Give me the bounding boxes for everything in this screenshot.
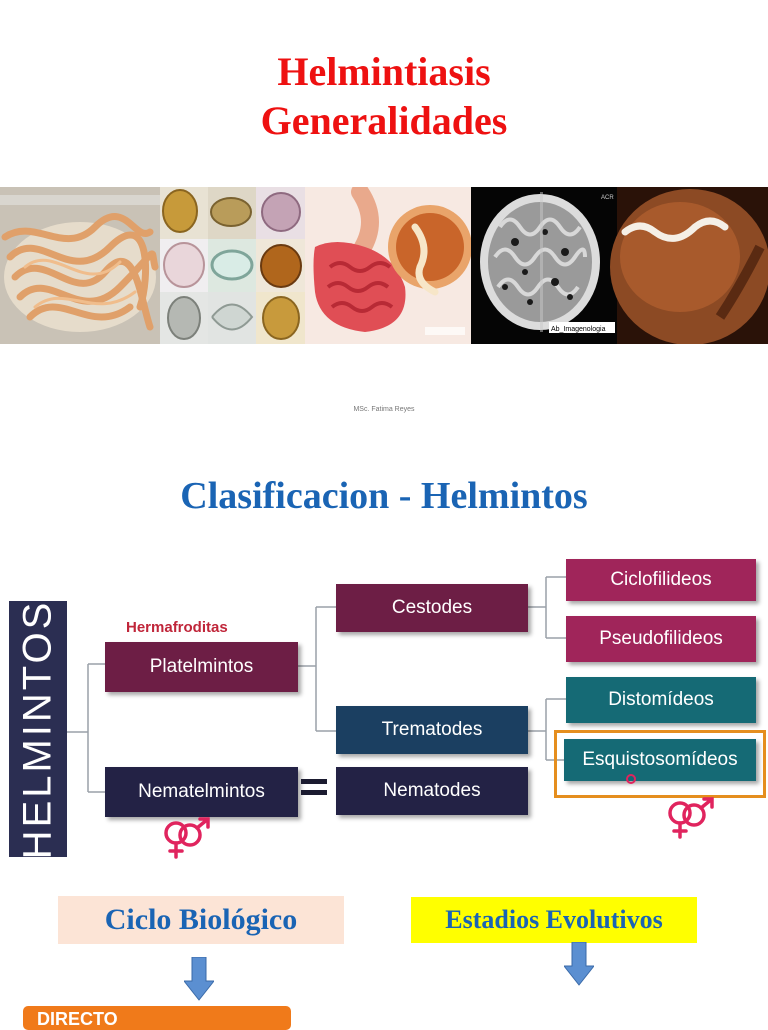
slide-title-line-1: Helmintiasis [277, 49, 491, 94]
slide-author: MSc. Fatima Reyes [353, 406, 415, 413]
node-distomideos: Distomídeos [566, 677, 756, 723]
equals-sign [301, 779, 327, 797]
root-label: HELMINTOS [15, 599, 60, 859]
node-trematodes: Trematodes [336, 706, 528, 754]
dioecious-marker-icon [626, 774, 636, 784]
classification-title: Clasificacion - Helmintos [180, 475, 588, 517]
helminth-photo-strip: Ab_Imagenologia ACR [0, 187, 768, 344]
mri-label: Ab_Imagenologia [551, 326, 606, 333]
male-female-symbol-icon [668, 797, 714, 839]
node-cestodes: Cestodes [336, 584, 528, 632]
node-nematelmintos: Nematelmintos [105, 767, 298, 817]
arrow-down-icon [184, 957, 214, 1001]
classification-tree: HELMINTOS Hermafroditas Platelmintos Nem… [0, 555, 768, 865]
estadios-evolutivos-box: Estadios Evolutivos [411, 897, 697, 943]
ciclo-biologico-box: Ciclo Biológico [58, 896, 344, 944]
tree-connector-lines [67, 576, 566, 793]
slide-title-line-2: Generalidades [260, 98, 508, 143]
node-nematodes: Nematodes [336, 767, 528, 815]
node-esquistosomideos: Esquistosomídeos [564, 739, 756, 781]
mri-side-text: ACR [601, 195, 614, 201]
directo-banner: DIRECTO [23, 1006, 291, 1030]
node-pseudofilideos: Pseudofilideos [566, 616, 756, 662]
helminth-eggs-grid [160, 187, 305, 344]
hermafroditas-label: Hermafroditas [126, 619, 228, 636]
arrow-down-icon-2 [564, 942, 594, 986]
node-ciclofilideos: Ciclofilideos [566, 559, 756, 601]
root-helmintos: HELMINTOS [9, 599, 67, 859]
worms-photo [0, 187, 160, 344]
endoscopy-image [610, 187, 768, 344]
esquistosomideos-highlight [554, 730, 766, 798]
intestine-illustration [305, 187, 472, 344]
hermaphrodite-symbol-icon [164, 817, 210, 859]
brain-mri-image: Ab_Imagenologia ACR [471, 187, 617, 344]
node-platelmintos: Platelmintos [105, 642, 298, 692]
